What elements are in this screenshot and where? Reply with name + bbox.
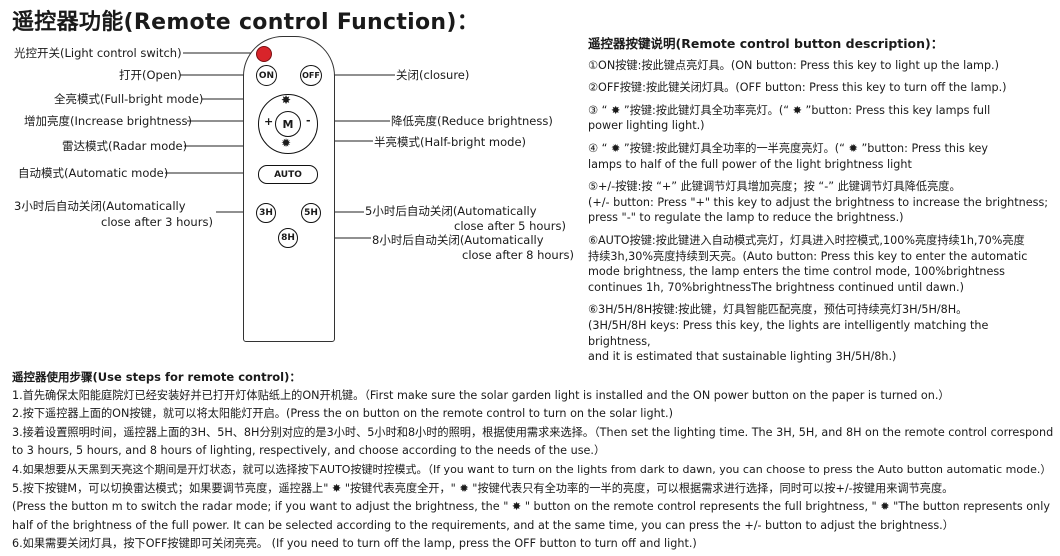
usage-steps: 遥控器使用步骤(Use steps for remote control)： 1… [12, 368, 1057, 554]
radar-mode-button[interactable]: M [275, 111, 301, 137]
button-description: 遥控器按键说明(Remote control button descriptio… [588, 36, 1054, 372]
8h-button[interactable]: 8H [278, 228, 298, 248]
label-light-switch: 光控开关(Light control switch) [14, 46, 182, 60]
step-line: to 3 hours, 5 hours, and 8 hours of ligh… [12, 444, 606, 458]
half-bright-icon[interactable]: ✹ [281, 136, 292, 150]
description-item: ⑥AUTO按键:按此键进入自动模式亮灯，灯具进入时控模式,100%亮度持续1h,… [588, 233, 1028, 294]
auto-button[interactable]: AUTO [258, 165, 318, 184]
description-item: ①ON按键:按此键点亮灯具。(ON button: Press this key… [588, 58, 999, 72]
step-line: 3.接着设置照明时间，遥控器上面的3H、5H、8H分别对应的是3小时、5小时和8… [12, 425, 1054, 439]
description-item: ③ “ ✸ ”按键:按此键灯具全功率亮灯。(“ ✸ ”button: Press… [588, 103, 991, 133]
label-radar: 雷达模式(Radar mode) [62, 139, 188, 153]
full-bright-icon[interactable]: ✸ [281, 93, 292, 107]
description-item: ②OFF按键:按此键关闭灯具。(OFF button: Press this k… [588, 81, 1007, 95]
label-3h-line1: 3小时后自动关闭(Automatically [14, 199, 186, 213]
brightness-dial [258, 94, 318, 154]
5h-button[interactable]: 5H [301, 203, 321, 223]
step-line: 1.首先确保太阳能庭院灯已经安装好并已打开灯体贴纸上的ON开机键。（First … [12, 388, 950, 402]
step-line: (Press the button m to switch the radar … [12, 500, 1050, 514]
step-line: half of the brightness of the full power… [12, 518, 954, 532]
step-line: 4.如果想要从天黑到天亮这个期间是开灯状态，就可以选择按下AUTO按键时控模式。… [12, 462, 1052, 476]
description-item: ⑥3H/5H/8H按键:按此键，灯具智能匹配亮度，预估可持续亮灯3H/5H/8H… [588, 303, 989, 364]
step-line: 6.如果需要关闭灯具，按下OFF按键即可关闭亮亮。 (If you need t… [12, 537, 697, 551]
label-auto: 自动模式(Automatic mode) [18, 166, 169, 180]
label-half-bright: 半亮模式(Half-bright mode) [374, 135, 527, 149]
step-line: 5.按下按键M，可以切换雷达模式；如果要调节亮度，遥控器上" ✸ "按键代表亮度… [12, 481, 954, 495]
description-item: ⑤+/-按键:按 “+” 此键调节灯具增加亮度；按 “-” 此键调节灯具降低亮度… [588, 180, 1049, 225]
steps-heading: 遥控器使用步骤(Use steps for remote control)： [12, 370, 301, 384]
label-5h-line2: close after 5 hours) [454, 219, 566, 233]
description-heading: 遥控器按键说明(Remote control button descriptio… [588, 36, 944, 51]
label-open: 打开(Open) [119, 68, 182, 82]
off-button[interactable]: OFF [300, 65, 322, 86]
label-8h-line2: close after 8 hours) [462, 248, 574, 262]
3h-button[interactable]: 3H [256, 203, 276, 223]
label-8h-line1: 8小时后自动关闭(Automatically [372, 233, 544, 247]
description-item: ④ “ ✹ ”按键:按此键灯具全功率的一半亮度亮灯。(“ ✹ ”button: … [588, 141, 989, 171]
on-button[interactable]: ON [256, 65, 277, 86]
label-increase: 增加亮度(Increase brightness) [24, 114, 192, 128]
light-sensor [256, 46, 272, 62]
label-full-bright: 全亮模式(Full-bright mode) [54, 92, 204, 106]
remote-control [243, 36, 335, 342]
page-title: 遥控器功能(Remote control Function)： [12, 10, 480, 35]
label-closure: 关闭(closure) [396, 68, 470, 82]
label-reduce: 降低亮度(Reduce brightness) [391, 114, 553, 128]
label-5h-line1: 5小时后自动关闭(Automatically [365, 204, 537, 218]
minus-button[interactable]: - [306, 114, 311, 127]
plus-button[interactable]: + [264, 115, 274, 128]
step-line: 2.按下遥控器上面的ON按键，就可以将太阳能灯开启。(Press the on … [12, 407, 673, 421]
label-3h-line2: close after 3 hours) [101, 215, 213, 229]
